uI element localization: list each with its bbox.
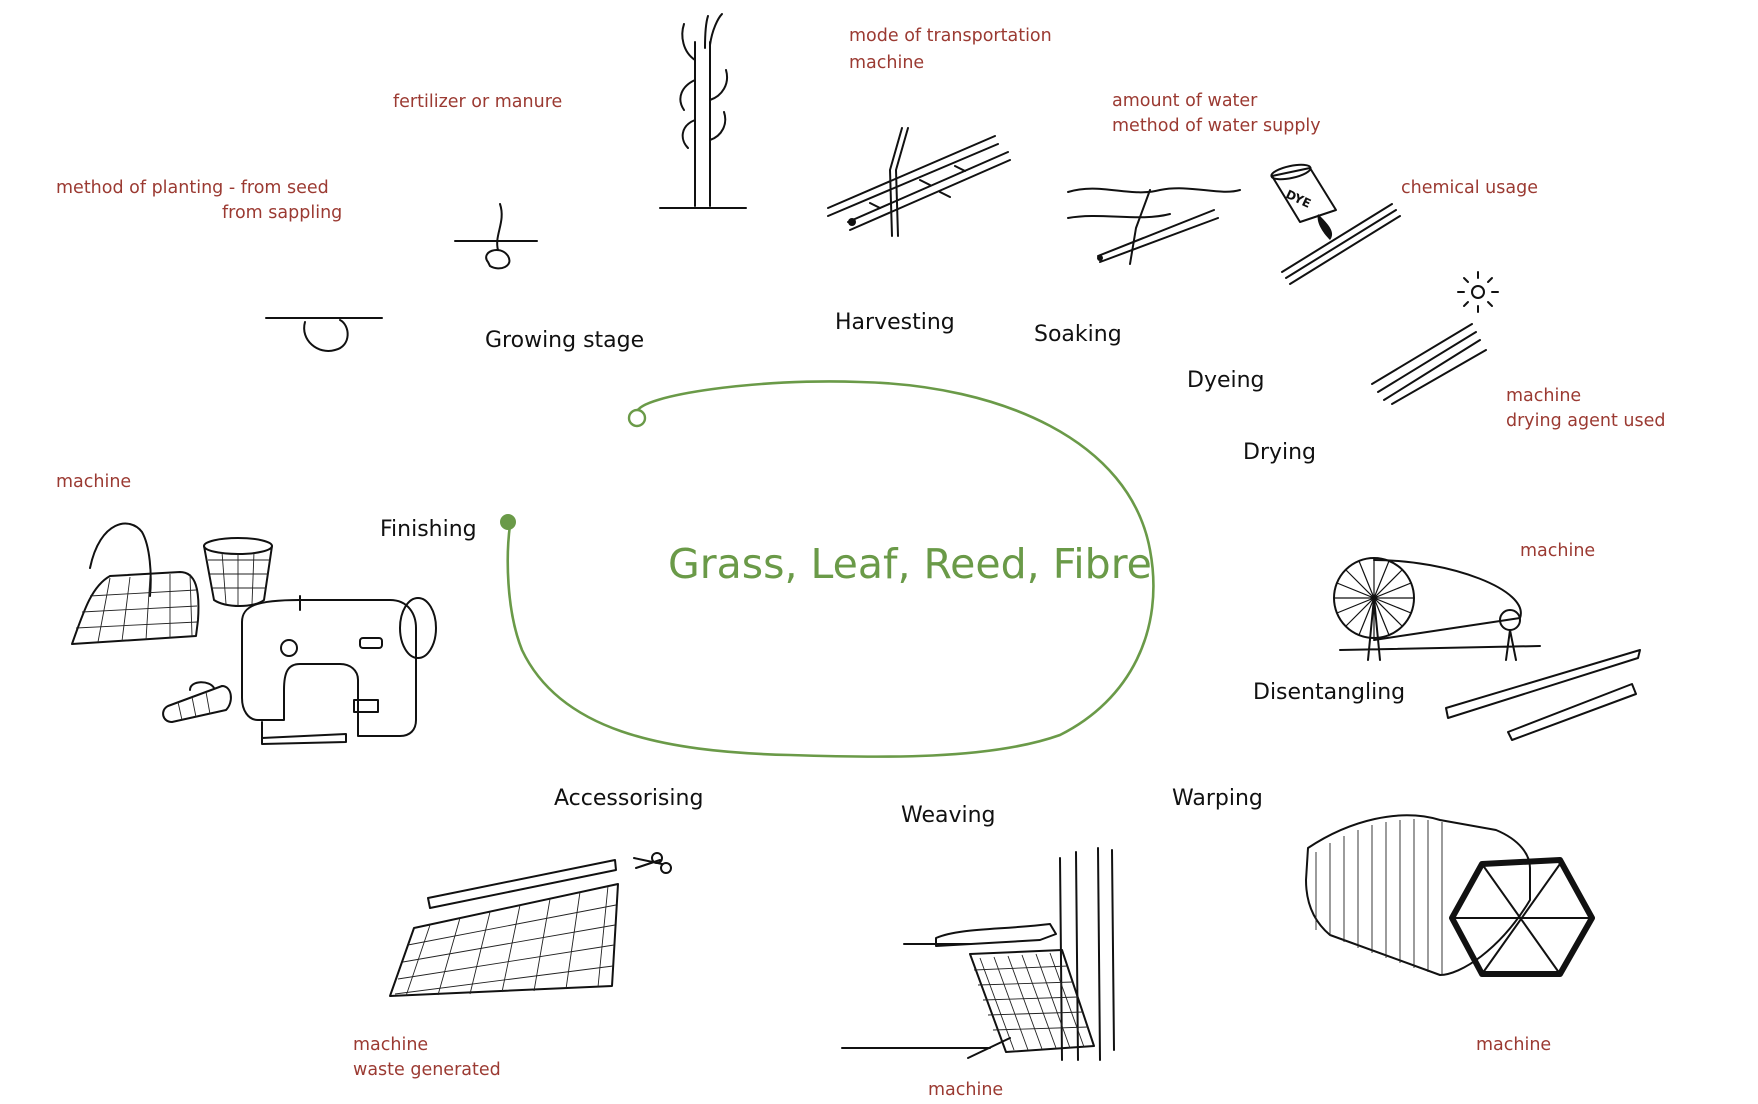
note-planting: method of planting - from seed from sapp… [56,176,342,226]
dye-label: DYE [1284,187,1313,211]
soaking-reeds-icon [1067,187,1241,265]
stage-growing: Growing stage [485,328,645,353]
note-water-line-1: amount of water [1112,91,1258,111]
note-transport-line-1: mode of transportation [849,26,1052,46]
warping-bundle-icon [1305,814,1595,977]
cycle-start-dot [627,408,647,428]
loom-icon [841,847,1115,1061]
note-weaving-line: machine [928,1080,1004,1100]
stage-accessorising: Accessorising [554,786,704,811]
note-transport-line-2: machine [849,53,925,73]
cycle-spiral [506,380,1155,759]
note-water-line-2: method of water supply [1112,116,1321,136]
note-disentangling-line: machine [1520,541,1596,561]
note-accessorising-line-2: waste generated [353,1060,501,1080]
diagram-title: Grass, Leaf, Reed, Fibre [668,540,1152,588]
note-chemical: chemical usage [1401,176,1538,201]
note-warping: machine [1476,1033,1551,1058]
stage-drying: Drying [1243,440,1317,465]
note-accessorising-line-1: machine [353,1035,429,1055]
handbag-icon [71,522,200,645]
note-planting-line-2: from sappling [222,203,343,223]
note-drying-line-1: machine [1506,386,1582,406]
basket-icon [203,537,273,607]
stage-warping: Warping [1172,786,1263,811]
stage-weaving: Weaving [901,803,996,828]
note-drying: machine drying agent used [1506,384,1665,434]
note-finishing-line: machine [56,472,132,492]
woven-mat-icon [389,859,619,997]
scissors-icon [633,852,672,874]
note-planting-line-1: method of planting - from seed [56,178,329,198]
note-disentangling: machine [1520,539,1595,564]
note-drying-line-2: drying agent used [1506,411,1666,431]
note-water: amount of water method of water supply [1112,89,1321,139]
note-transport: mode of transportation machine [849,24,1052,76]
stage-finishing: Finishing [380,517,477,542]
note-fertilizer-line: fertilizer or manure [393,92,563,112]
note-fertilizer: fertilizer or manure [393,90,562,115]
stage-harvesting: Harvesting [835,310,955,335]
dye-bucket-icon: DYE [1270,163,1401,285]
note-weaving: machine [928,1078,1003,1103]
cycle-end-dot [500,514,516,530]
stage-disentangling: Disentangling [1253,680,1406,705]
note-finishing: machine [56,470,131,495]
stage-soaking: Soaking [1034,322,1122,347]
pouch-icon [162,681,232,723]
seed-icon [265,317,383,352]
drying-sun-icon [1371,271,1499,405]
sprout-icon [454,203,538,270]
spinning-wheel-icon [1333,557,1641,741]
sewing-machine-icon [241,595,437,745]
harvested-reeds-icon [827,127,1011,237]
note-warping-line: machine [1476,1035,1552,1055]
note-accessorising: machine waste generated [353,1033,501,1083]
plant-stalk-icon [659,13,747,209]
stage-dyeing: Dyeing [1187,368,1265,393]
note-chemical-line: chemical usage [1401,178,1538,198]
